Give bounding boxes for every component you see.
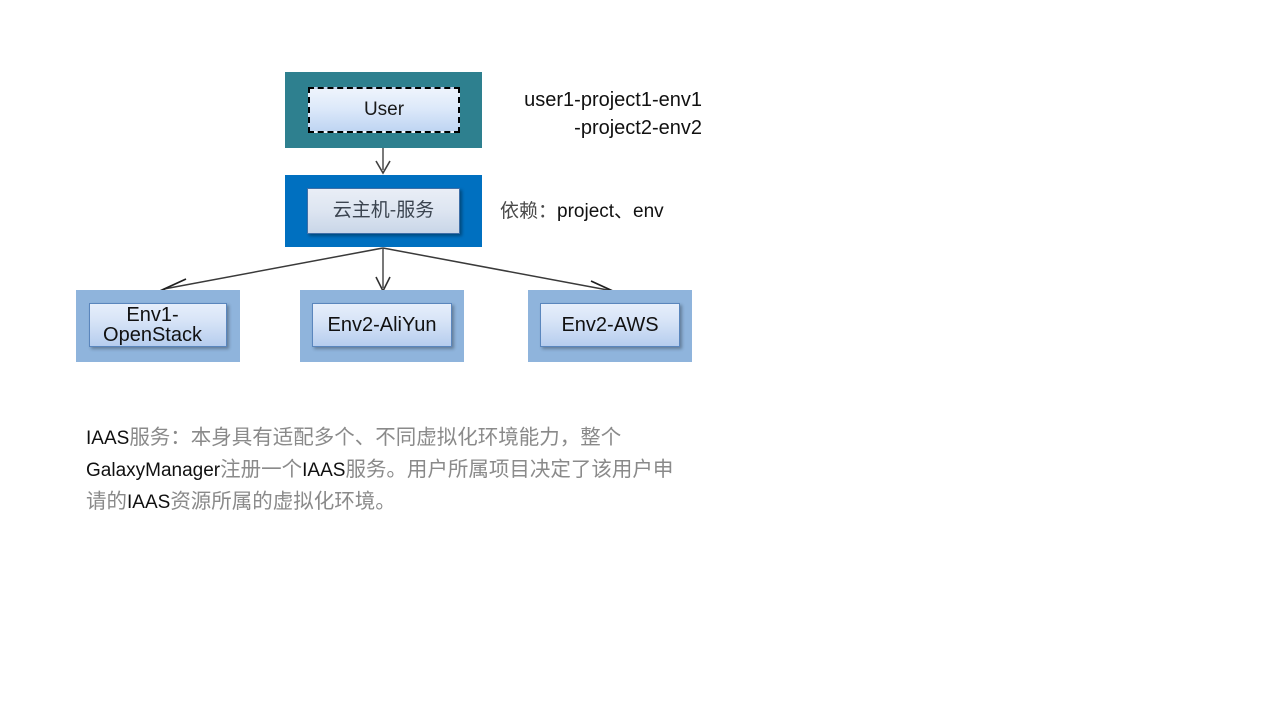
node-env1-openstack[interactable]: Env1-OpenStack	[76, 290, 240, 362]
node-env2-aliyun[interactable]: Env2-AliYun	[300, 290, 464, 362]
annotation-service-dependency: 依赖：project、env	[500, 198, 664, 226]
node-cloud-host-service-chip[interactable]: 云主机-服务	[307, 188, 460, 234]
node-cloud-host-service[interactable]: 云主机-服务	[285, 175, 482, 247]
annotation-user-mapping: user1-project1-env1 -project2-env2	[430, 86, 702, 143]
node-user[interactable]: User	[285, 72, 482, 148]
description-text: IAAS服务：本身具有适配多个、不同虚拟化环境能力，整个GalaxyManage…	[86, 425, 674, 513]
node-env1-openstack-label: Env1-OpenStack	[103, 303, 202, 346]
annotation-user-mapping-line1: user1-project1-env1	[524, 89, 702, 111]
annotation-service-dependency-value: project、env	[557, 201, 664, 222]
node-user-chip[interactable]: User	[308, 87, 460, 133]
node-env2-aliyun-label: Env2-AliYun	[327, 313, 437, 336]
annotation-user-mapping-line2: -project2-env2	[574, 117, 702, 140]
node-env2-aliyun-chip[interactable]: Env2-AliYun	[312, 303, 452, 347]
edge-user-to-service	[375, 148, 391, 175]
node-env1-openstack-chip[interactable]: Env1-OpenStack	[89, 303, 227, 347]
annotation-service-dependency-prefix: 依赖：	[500, 200, 558, 222]
node-env2-aws-chip[interactable]: Env2-AWS	[540, 303, 680, 347]
node-env2-aws[interactable]: Env2-AWS	[528, 290, 692, 362]
node-cloud-host-service-label: 云主机-服务	[332, 199, 435, 222]
edge-service-to-env1	[159, 247, 384, 296]
edge-service-to-env2	[375, 248, 391, 293]
description-paragraph: IAAS服务：本身具有适配多个、不同虚拟化环境能力，整个GalaxyManage…	[86, 422, 686, 518]
node-user-label: User	[363, 99, 405, 121]
node-env2-aws-label: Env2-AWS	[561, 313, 659, 336]
